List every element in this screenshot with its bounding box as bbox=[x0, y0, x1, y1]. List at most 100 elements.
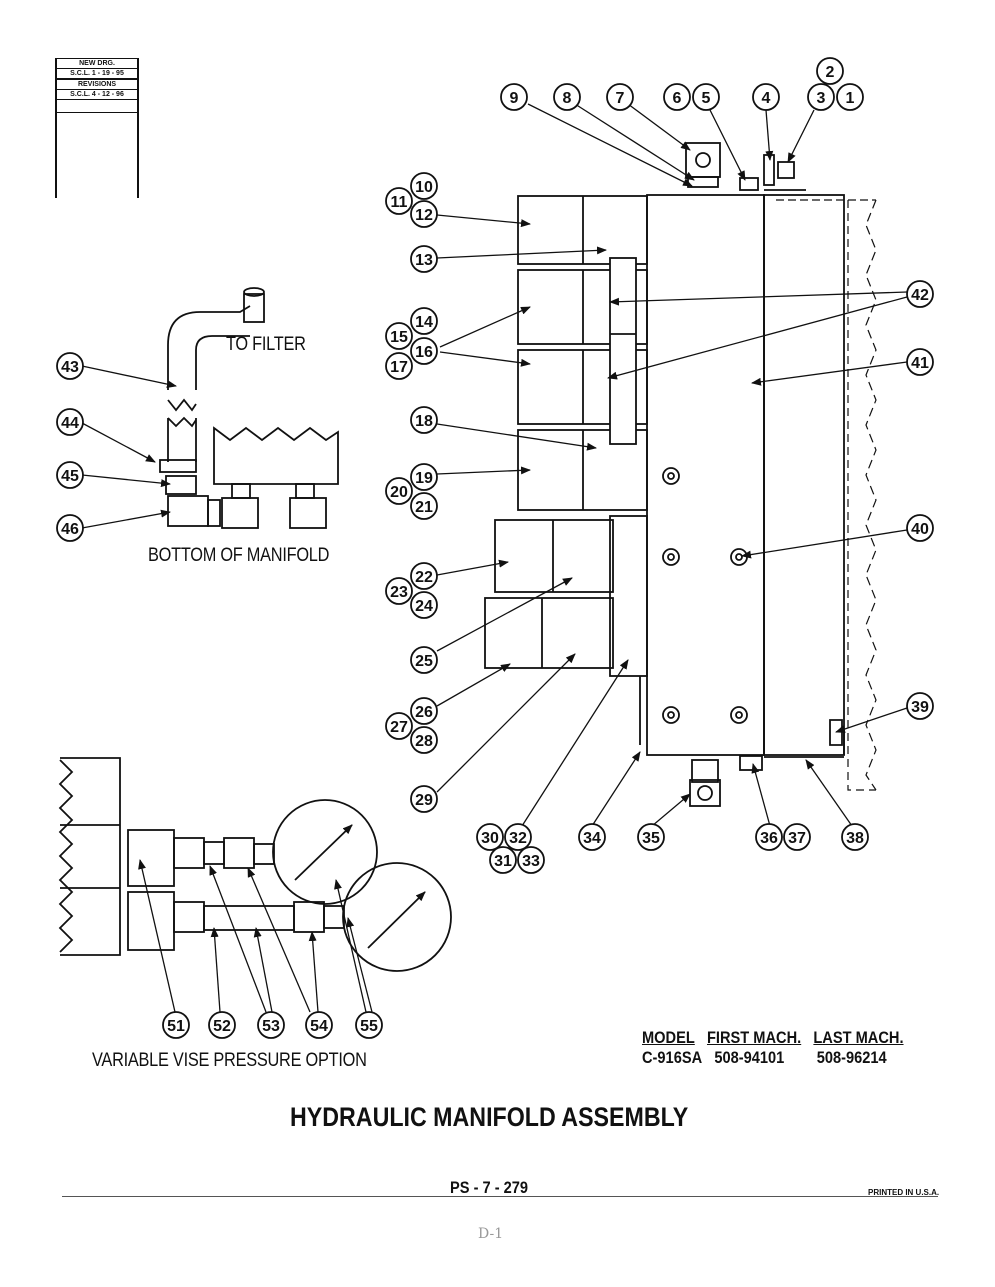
callout-22: 22 bbox=[410, 562, 438, 590]
callout-23: 23 bbox=[385, 577, 413, 605]
svg-text:28: 28 bbox=[415, 733, 433, 750]
revisions-label: REVISIONS bbox=[57, 79, 137, 90]
revision-blank-row bbox=[57, 100, 137, 113]
svg-text:7: 7 bbox=[616, 90, 625, 107]
callout-3: 3 bbox=[807, 83, 835, 111]
model-table: MODEL FIRST MACH. LAST MACH. C-916SA 508… bbox=[642, 1028, 904, 1068]
callout-7: 7 bbox=[606, 83, 634, 111]
svg-text:36: 36 bbox=[760, 830, 778, 847]
callout-43: 43 bbox=[56, 352, 84, 380]
svg-text:21: 21 bbox=[415, 499, 433, 516]
svg-text:24: 24 bbox=[415, 598, 433, 615]
to-filter-label: TO FILTER bbox=[226, 334, 306, 355]
svg-text:40: 40 bbox=[911, 521, 929, 538]
callout-18: 18 bbox=[410, 406, 438, 434]
svg-text:19: 19 bbox=[415, 470, 433, 487]
svg-text:2: 2 bbox=[826, 64, 835, 81]
svg-text:32: 32 bbox=[509, 830, 527, 847]
callout-51: 51 bbox=[162, 1011, 190, 1039]
callout-41: 41 bbox=[906, 348, 934, 376]
page-title: HYDRAULIC MANIFOLD ASSEMBLY bbox=[290, 1102, 689, 1132]
callout-31: 31 bbox=[489, 846, 517, 874]
callout-53: 53 bbox=[257, 1011, 285, 1039]
callout-12: 12 bbox=[410, 200, 438, 228]
callout-14: 14 bbox=[410, 307, 438, 335]
callout-36: 36 bbox=[755, 823, 783, 851]
svg-text:33: 33 bbox=[522, 853, 540, 870]
callout-1: 1 bbox=[836, 83, 864, 111]
svg-text:43: 43 bbox=[61, 359, 79, 376]
callout-45: 45 bbox=[56, 461, 84, 489]
svg-text:9: 9 bbox=[510, 90, 519, 107]
svg-text:6: 6 bbox=[673, 90, 682, 107]
solenoid-plate bbox=[609, 257, 637, 445]
callout-9: 9 bbox=[500, 83, 528, 111]
revision-block: NEW DRG. S.C.L. 1 - 19 - 95 REVISIONS S.… bbox=[55, 58, 139, 198]
valve-block-6 bbox=[484, 597, 614, 669]
svg-text:51: 51 bbox=[167, 1018, 185, 1035]
svg-text:10: 10 bbox=[415, 179, 433, 196]
first-mach-value: 508-94101 bbox=[714, 1048, 785, 1067]
callout-46: 46 bbox=[56, 514, 84, 542]
callout-5: 5 bbox=[692, 83, 720, 111]
svg-text:53: 53 bbox=[262, 1018, 280, 1035]
last-mach-value: 508-96214 bbox=[816, 1048, 887, 1067]
callout-52: 52 bbox=[208, 1011, 236, 1039]
footer-rule bbox=[62, 1196, 938, 1197]
callout-15: 15 bbox=[385, 322, 413, 350]
callout-39: 39 bbox=[906, 692, 934, 720]
svg-text:16: 16 bbox=[415, 344, 433, 361]
variable-vise-label: VARIABLE VISE PRESSURE OPTION bbox=[92, 1050, 367, 1071]
manifold-side-plate bbox=[763, 194, 845, 756]
svg-text:13: 13 bbox=[415, 252, 433, 269]
page-stamp: D-1 bbox=[478, 1226, 504, 1242]
svg-text:30: 30 bbox=[481, 830, 499, 847]
svg-text:55: 55 bbox=[360, 1018, 378, 1035]
svg-text:45: 45 bbox=[61, 468, 79, 485]
printed-in-usa: PRINTED IN U.S.A. bbox=[868, 1188, 940, 1197]
svg-text:52: 52 bbox=[213, 1018, 231, 1035]
svg-text:46: 46 bbox=[61, 521, 79, 538]
bottom-of-manifold-label: BOTTOM OF MANIFOLD bbox=[148, 545, 330, 566]
svg-text:27: 27 bbox=[390, 719, 408, 736]
callout-10: 10 bbox=[410, 172, 438, 200]
callout-25: 25 bbox=[410, 646, 438, 674]
callout-11: 11 bbox=[385, 187, 413, 215]
svg-text:14: 14 bbox=[415, 314, 433, 331]
callout-26: 26 bbox=[410, 697, 438, 725]
callout-55: 55 bbox=[355, 1011, 383, 1039]
callout-40: 40 bbox=[906, 514, 934, 542]
callout-42: 42 bbox=[906, 280, 934, 308]
callout-6: 6 bbox=[663, 83, 691, 111]
svg-text:22: 22 bbox=[415, 569, 433, 586]
callout-54: 54 bbox=[305, 1011, 333, 1039]
callout-27: 27 bbox=[385, 712, 413, 740]
svg-text:31: 31 bbox=[494, 853, 512, 870]
svg-text:3: 3 bbox=[817, 90, 826, 107]
page-number: PS - 7 - 279 bbox=[450, 1178, 529, 1197]
callout-35: 35 bbox=[637, 823, 665, 851]
callout-32: 32 bbox=[504, 823, 532, 851]
svg-text:23: 23 bbox=[390, 584, 408, 601]
callout-24: 24 bbox=[410, 591, 438, 619]
svg-text:29: 29 bbox=[415, 792, 433, 809]
svg-text:38: 38 bbox=[846, 830, 864, 847]
callout-21: 21 bbox=[410, 492, 438, 520]
svg-text:11: 11 bbox=[391, 194, 408, 211]
first-mach-header: FIRST MACH. bbox=[706, 1028, 802, 1047]
callout-13: 13 bbox=[410, 245, 438, 273]
svg-text:41: 41 bbox=[911, 355, 929, 372]
new-drg-value: S.C.L. 1 - 19 - 95 bbox=[57, 69, 137, 79]
svg-text:54: 54 bbox=[310, 1018, 328, 1035]
svg-text:17: 17 bbox=[390, 359, 408, 376]
callout-8: 8 bbox=[553, 83, 581, 111]
callout-16: 16 bbox=[410, 337, 438, 365]
svg-text:39: 39 bbox=[911, 699, 929, 716]
svg-text:26: 26 bbox=[415, 704, 433, 721]
pressure-gauge-2 bbox=[342, 862, 452, 972]
svg-text:8: 8 bbox=[563, 90, 572, 107]
manifold-body bbox=[646, 194, 765, 756]
last-mach-header: LAST MACH. bbox=[813, 1028, 904, 1047]
model-value: C-916SA bbox=[642, 1048, 703, 1067]
